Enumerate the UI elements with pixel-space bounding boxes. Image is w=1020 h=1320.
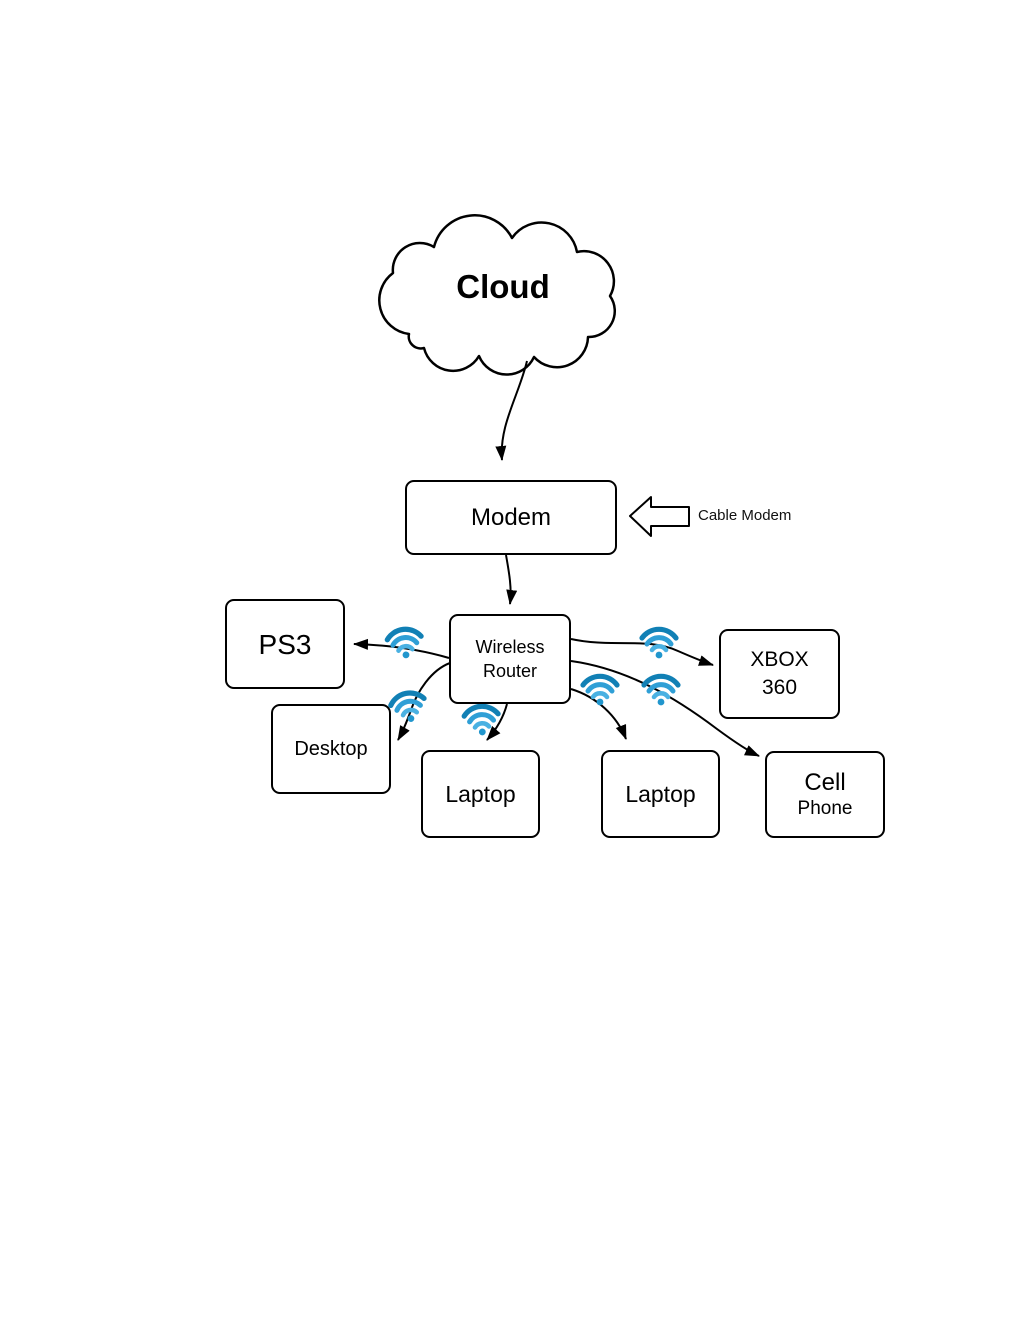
node-xbox-label-line1: XBOX	[750, 647, 809, 671]
node-xbox-label-line2: 360	[761, 676, 798, 699]
cable-modem-arrow-icon	[629, 496, 690, 537]
cloud-label: Cloud	[456, 268, 550, 305]
connector-router-ps3	[353, 638, 450, 659]
node-xbox-360: XBOX 360	[719, 629, 840, 719]
node-cell-label-line2: Phone	[797, 797, 853, 819]
node-ps3: PS3	[225, 599, 345, 689]
connector-router-xbox	[570, 638, 714, 666]
connector-modem-router	[505, 554, 518, 605]
connector-router-cellphone	[570, 660, 760, 757]
node-modem-label: Modem	[470, 503, 552, 531]
node-router-label-line1: Wireless	[475, 636, 545, 657]
cable-modem-label: Cable Modem	[698, 507, 792, 524]
connector-router-laptop2	[570, 688, 627, 740]
wifi-icon	[583, 676, 617, 705]
node-desktop-label: Desktop	[294, 737, 368, 760]
cloud-shape	[378, 214, 617, 376]
node-desktop: Desktop	[271, 704, 391, 794]
wifi-icon	[389, 690, 428, 726]
node-router-label-line2: Router	[482, 661, 538, 681]
wifi-icon	[642, 629, 676, 658]
node-ps3-label: PS3	[258, 628, 312, 660]
node-wireless-router: Wireless Router	[449, 614, 571, 704]
node-laptop-2-label: Laptop	[625, 780, 696, 807]
node-laptop-2: Laptop	[601, 750, 720, 838]
wifi-icon	[644, 676, 678, 705]
node-cell-label-line1: Cell	[804, 768, 846, 796]
connector-router-laptop1	[486, 703, 508, 741]
wifi-icon	[386, 628, 423, 660]
node-cell-phone: Cell Phone	[765, 751, 885, 838]
node-laptop-1-label: Laptop	[445, 780, 516, 807]
node-laptop-1: Laptop	[421, 750, 540, 838]
connector-cloud-modem	[495, 360, 528, 461]
node-modem: Modem	[405, 480, 617, 555]
